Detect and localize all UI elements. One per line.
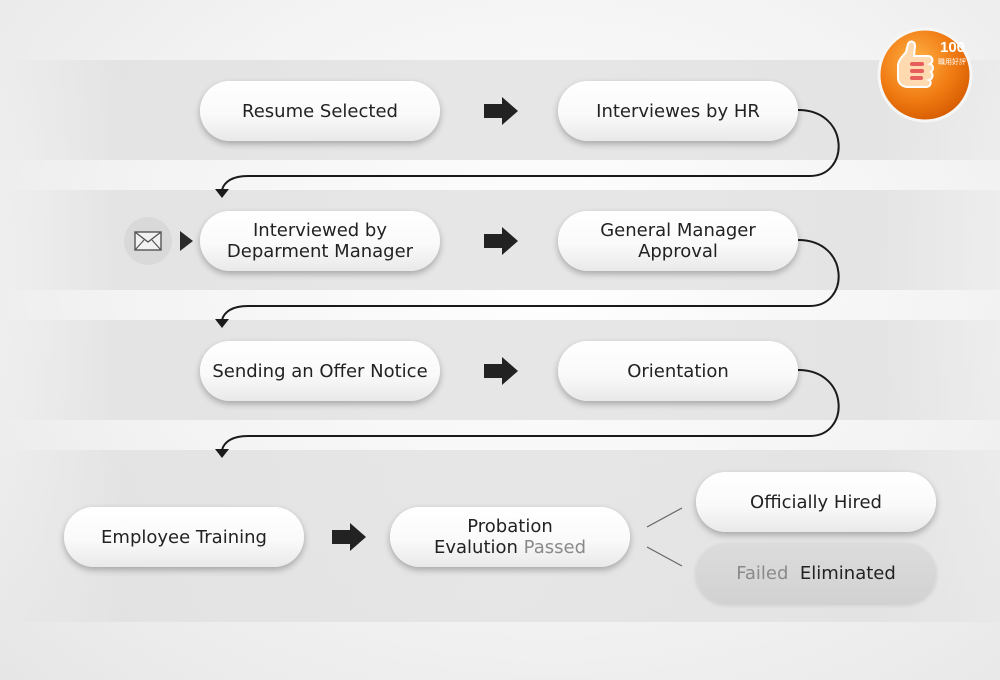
step-label-line1: Interviewed by xyxy=(253,220,387,241)
badge-caption: 職用好評 xyxy=(938,57,966,66)
step-label: Interviewes by HR xyxy=(596,100,760,122)
mail-icon-circle xyxy=(124,217,172,265)
step-label-line2: Deparment Manager xyxy=(226,241,414,262)
outcome-failed-eliminated: Failed Eliminated xyxy=(696,543,936,603)
step-general-manager-approval: General Manager Approval xyxy=(558,211,798,271)
step-label: Sending an Offer Notice xyxy=(212,360,428,382)
step-resume-selected: Resume Selected xyxy=(200,81,440,141)
outcome-label: Failed Eliminated xyxy=(736,563,896,584)
right-arrow-icon xyxy=(484,97,518,125)
thumbs-up-badge: 100 職用好評 xyxy=(877,27,973,123)
passed-text: Passed xyxy=(523,537,587,558)
right-arrow-icon xyxy=(484,227,518,255)
failed-text: Failed xyxy=(736,562,789,584)
connector-arrowhead-1 xyxy=(215,189,229,198)
badge-number: 100 xyxy=(940,39,965,56)
branch-line-failed xyxy=(646,546,683,567)
step-interviewes-by-hr: Interviewes by HR xyxy=(558,81,798,141)
step-orientation: Orientation xyxy=(558,341,798,401)
right-arrow-icon xyxy=(332,523,366,551)
step-probation-evaluation: Probation Evalution Passed xyxy=(390,507,630,567)
eliminated-text: Eliminated xyxy=(799,562,896,584)
connector-arrowhead-3 xyxy=(215,449,229,458)
connector-row2-to-row3 xyxy=(221,239,840,321)
mail-icon xyxy=(134,231,162,251)
connector-row3-to-row4 xyxy=(221,369,840,451)
outcome-officially-hired: Officially Hired xyxy=(696,472,936,532)
step-label-line2: Evalution Passed xyxy=(434,537,586,558)
connector-arrowhead-2 xyxy=(215,319,229,328)
step-label: Resume Selected xyxy=(242,100,398,122)
step-label: Orientation xyxy=(627,360,729,382)
evaluation-text: Evalution xyxy=(433,537,518,558)
step-label-line1: Probation xyxy=(467,516,553,537)
step-employee-training: Employee Training xyxy=(64,507,304,567)
connector-row1-to-row2 xyxy=(221,109,840,191)
thumbs-up-icon xyxy=(897,40,934,88)
mail-pointer-icon xyxy=(180,231,193,251)
right-arrow-icon xyxy=(484,357,518,385)
step-interviewed-by-department-manager: Interviewed by Deparment Manager xyxy=(200,211,440,271)
step-sending-offer-notice: Sending an Offer Notice xyxy=(200,341,440,401)
step-label: Employee Training xyxy=(101,526,267,548)
branch-line-hired xyxy=(646,507,683,528)
step-label-line2: Approval xyxy=(638,241,718,262)
step-label-line1: General Manager xyxy=(600,220,756,241)
outcome-label: Officially Hired xyxy=(750,491,882,513)
